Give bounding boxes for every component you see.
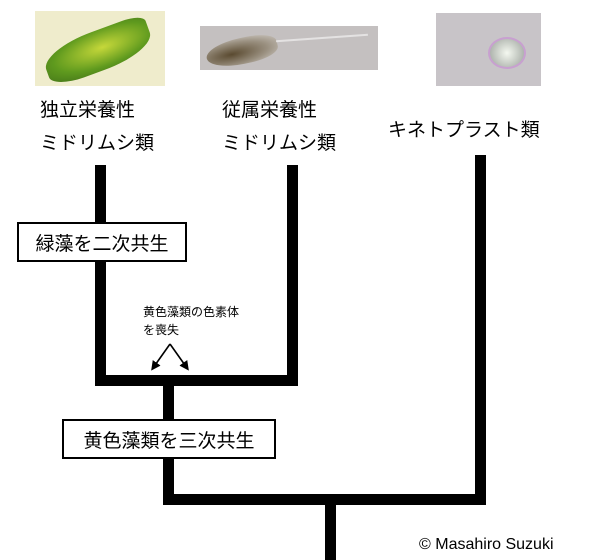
secondary-endosymbiosis-box: 緑藻を二次共生 <box>17 222 187 262</box>
organism-3-label: キネトプラスト類 <box>388 119 540 141</box>
green-euglena-photo <box>35 11 165 86</box>
branch-autotrophic <box>95 165 106 386</box>
branch-heterotrophic <box>287 165 298 386</box>
plastid-loss-note-line2: を喪失 <box>143 323 180 337</box>
branch-root-join <box>163 494 486 505</box>
organism-2-label-line2: ミドリムシ類 <box>222 132 337 154</box>
tertiary-endosymbiosis-box: 黄色藻類を三次共生 <box>62 419 276 459</box>
copyright-text: © Masahiro Suzuki <box>419 536 554 553</box>
split-arrows-icon <box>151 343 189 371</box>
organism-2-label-line1: 従属栄養性 <box>222 99 318 121</box>
branch-root <box>325 494 336 560</box>
colorless-euglenid-photo <box>200 26 378 70</box>
branch-kinetoplastid <box>475 155 486 505</box>
organism-1-label-line2: ミドリムシ類 <box>40 132 155 154</box>
kinetoplastid-photo <box>436 13 541 86</box>
plastid-loss-note-line1: 黄色藻類の色素体 <box>143 305 240 319</box>
organism-1-label-line1: 独立栄養性 <box>40 99 136 121</box>
branch-euglenid-join <box>95 375 298 386</box>
